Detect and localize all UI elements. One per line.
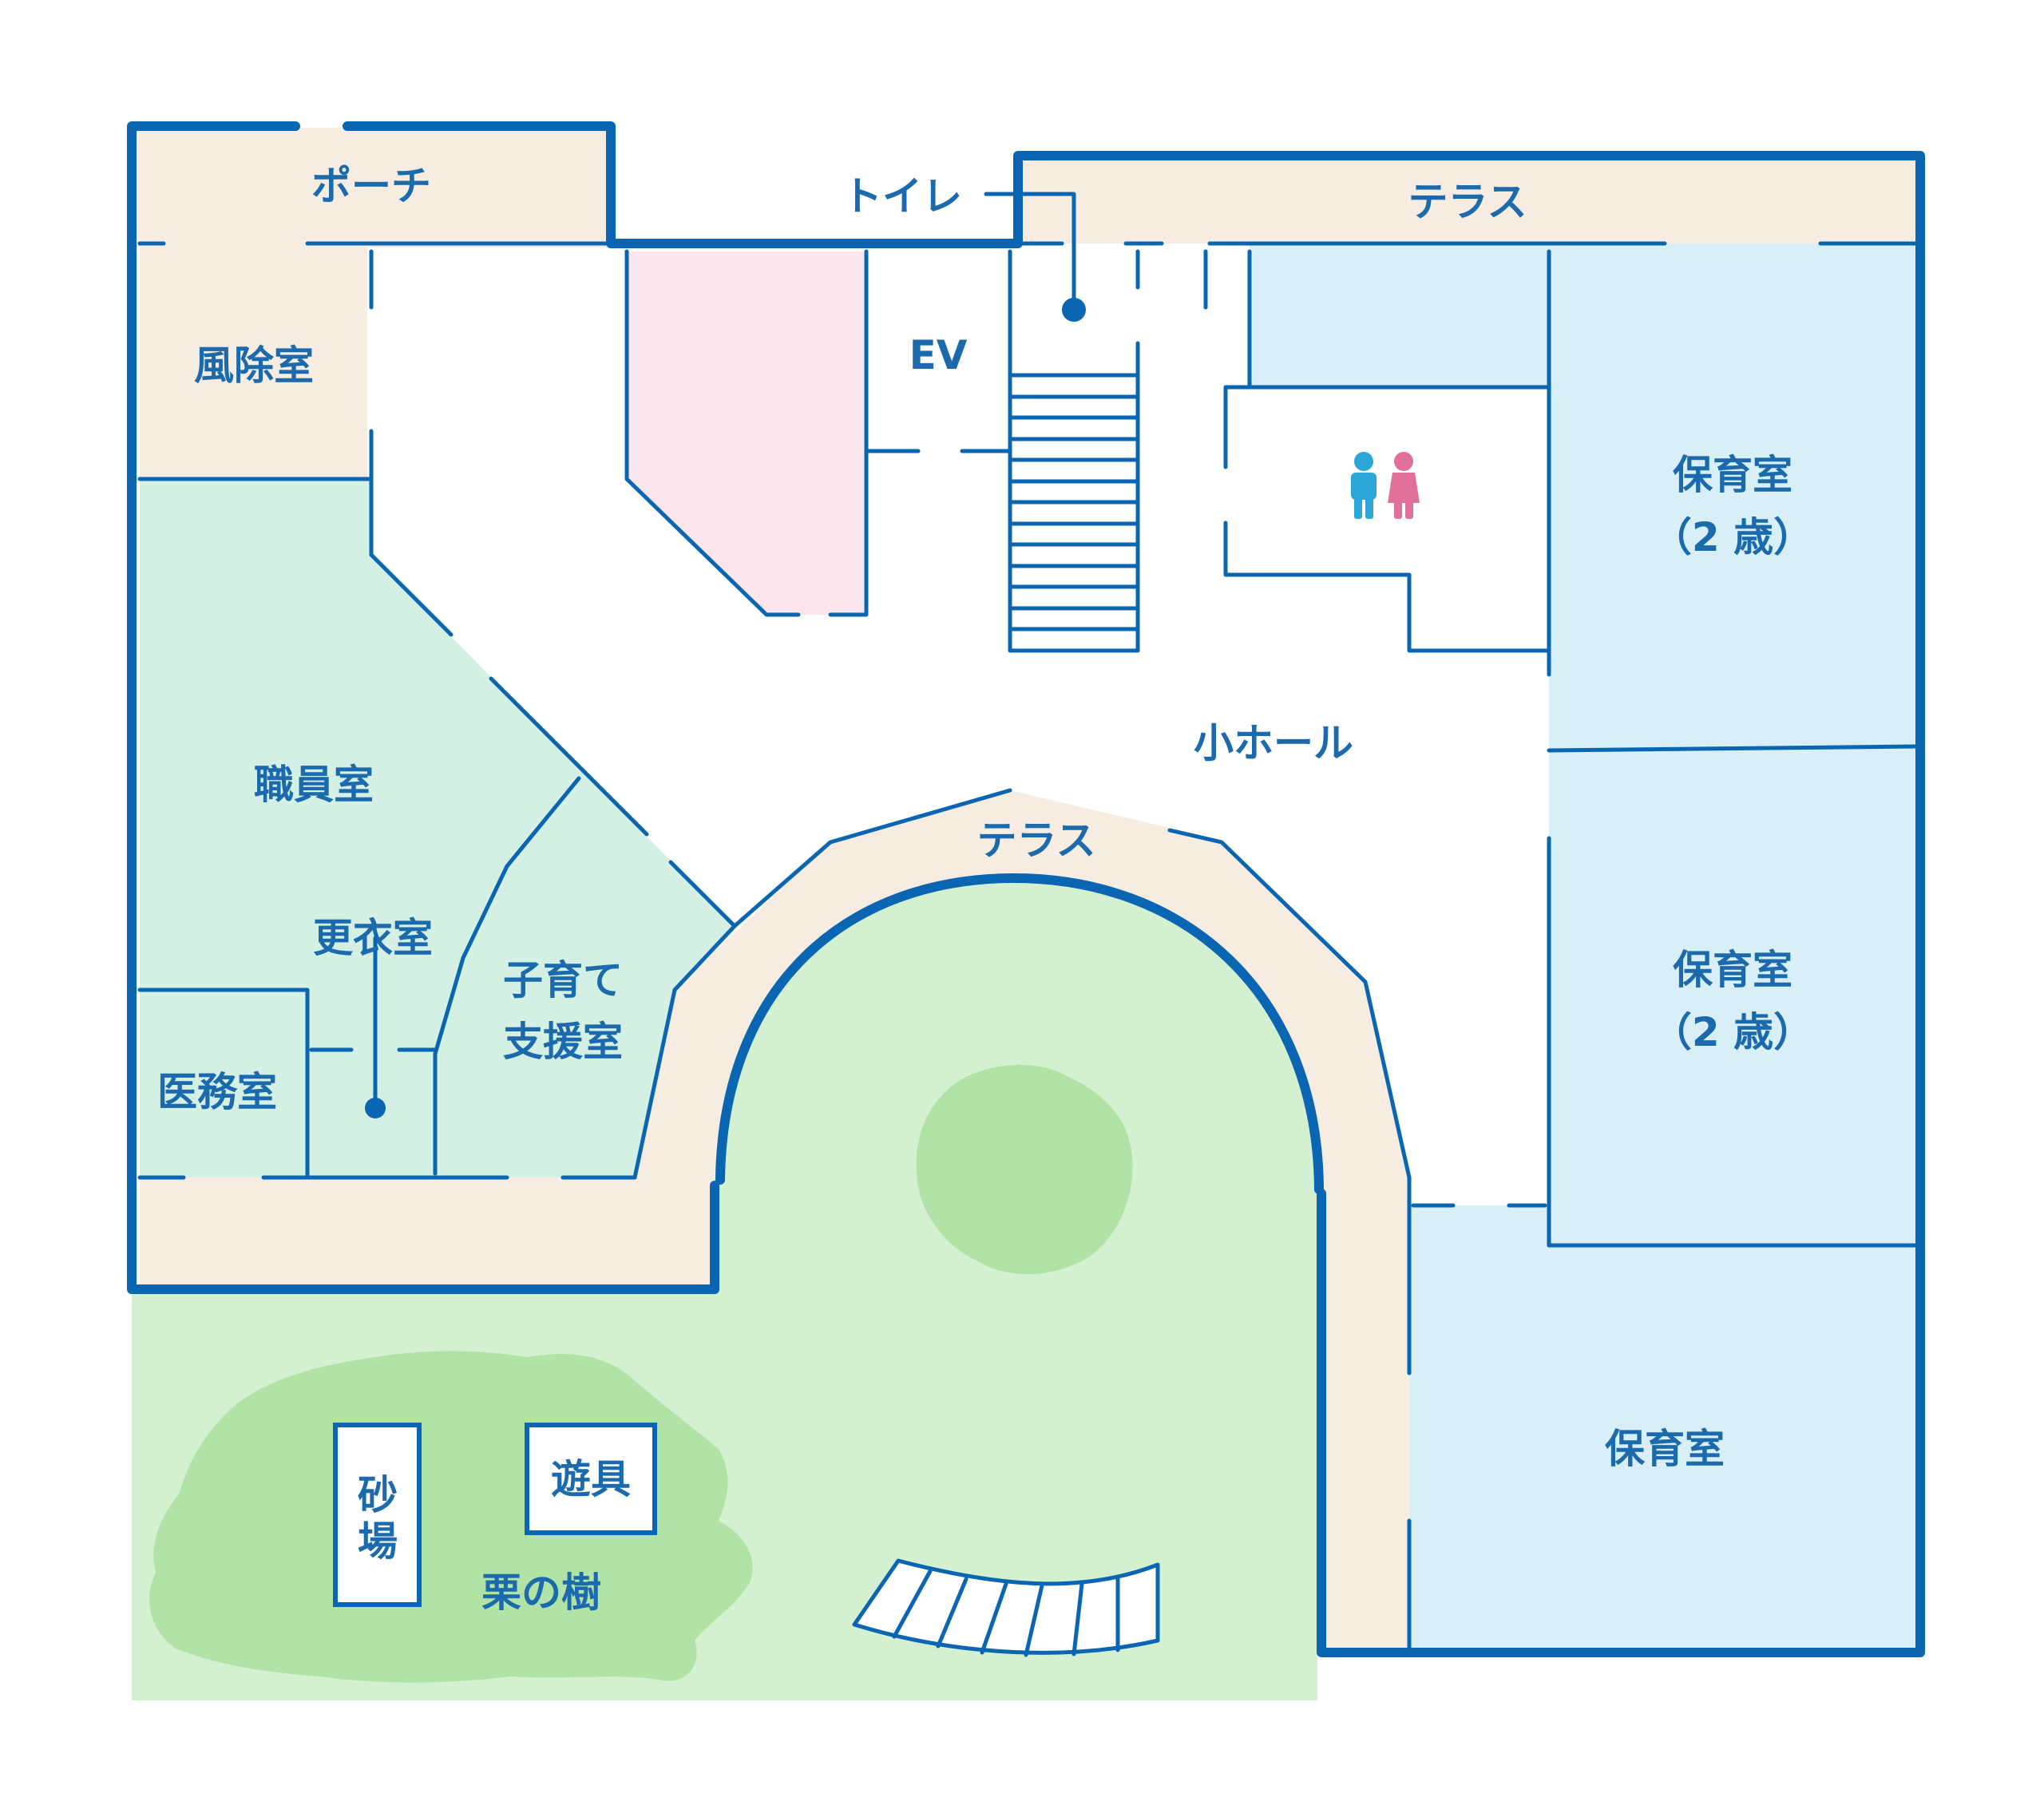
label-ev: EV: [909, 332, 968, 378]
locker-marker: [365, 1098, 386, 1118]
label-support-line1: 子育て: [503, 957, 623, 1003]
label-locker-room: 更衣室: [313, 915, 433, 961]
label-nursery-2-upper-2: （2 歳）: [1652, 514, 1813, 560]
boy-icon: [1351, 452, 1377, 519]
windbreak-area: [140, 243, 367, 479]
stair-treads: [1008, 394, 1140, 631]
wall-terrace-outer: [672, 788, 1412, 1180]
wall-restroom: [1223, 249, 1551, 653]
nursery-2-upper-area: [1549, 243, 1916, 746]
wall-toilet-line: [984, 192, 1076, 310]
label-support-line2: 支援室: [503, 1019, 623, 1065]
nursery-2-lower-area: [1549, 746, 1916, 1245]
staircase: [1008, 373, 1140, 653]
wall-toilet-left: [624, 249, 869, 617]
label-sandbox-1: 砂: [358, 1472, 398, 1518]
label-chestnut-tree: 栗の樹: [481, 1569, 601, 1616]
label-toilet: トイレ: [842, 173, 962, 220]
wall-terrace-outer-left: [732, 840, 833, 928]
label-small-hall: 小ホール: [1194, 720, 1353, 766]
restroom-boy-girl-icon: [1351, 452, 1420, 519]
label-nursery-2-lower-2: （2 歳）: [1652, 1009, 1813, 1055]
terrace-top-area: [1018, 156, 1916, 243]
terrace-arch-area: [140, 790, 1409, 1649]
wall-diagonal-1: [369, 552, 737, 928]
arch-lawn: [715, 878, 1317, 1700]
label-staff-room: 職員室: [254, 762, 374, 808]
center-tree: [916, 1064, 1133, 1275]
wall-diagonal-2: [433, 776, 581, 1176]
label-nursery-2-upper-1: 保育室: [1673, 452, 1792, 498]
staff-area: [140, 479, 735, 1178]
wall-nursery-divider: [1547, 744, 1919, 753]
label-nursery-2-lower-1: 保育室: [1673, 947, 1792, 993]
toilet-area: [627, 251, 866, 615]
nursery-bottom-area: [1409, 1205, 1916, 1649]
wall-outer-left: [127, 121, 719, 1294]
walls: [127, 121, 1925, 1657]
label-nursery: 保育室: [1605, 1426, 1725, 1472]
wall-porch-top: [343, 121, 1925, 1657]
garden-step-lines: [892, 1569, 1120, 1657]
room-labels: ポーチ 風除室 職員室 更衣室 医務室 子育て 支援室 トイレ EV テラス 小…: [157, 163, 1813, 1616]
label-medical-room: 医務室: [157, 1069, 277, 1115]
label-windbreak: 風除室: [194, 342, 314, 389]
girl-icon: [1388, 452, 1420, 519]
wall-arch: [715, 873, 1324, 1194]
sandbox-box: [333, 1423, 422, 1607]
label-terrace-center: テラス: [977, 817, 1096, 864]
label-sandbox-2: 場: [358, 1518, 398, 1565]
toilet-marker: [1062, 298, 1086, 322]
porch-area: [132, 128, 607, 247]
wall-support-edge: [632, 988, 677, 1180]
equipment-box: [525, 1423, 657, 1535]
room-fills: [132, 128, 1916, 1700]
label-terrace-top: テラス: [1408, 179, 1527, 225]
label-equipment: 遊具: [551, 1456, 631, 1502]
wall-medical: [137, 988, 310, 1180]
label-porch: ポーチ: [311, 163, 431, 209]
nursery-top-area: [1250, 243, 1549, 387]
